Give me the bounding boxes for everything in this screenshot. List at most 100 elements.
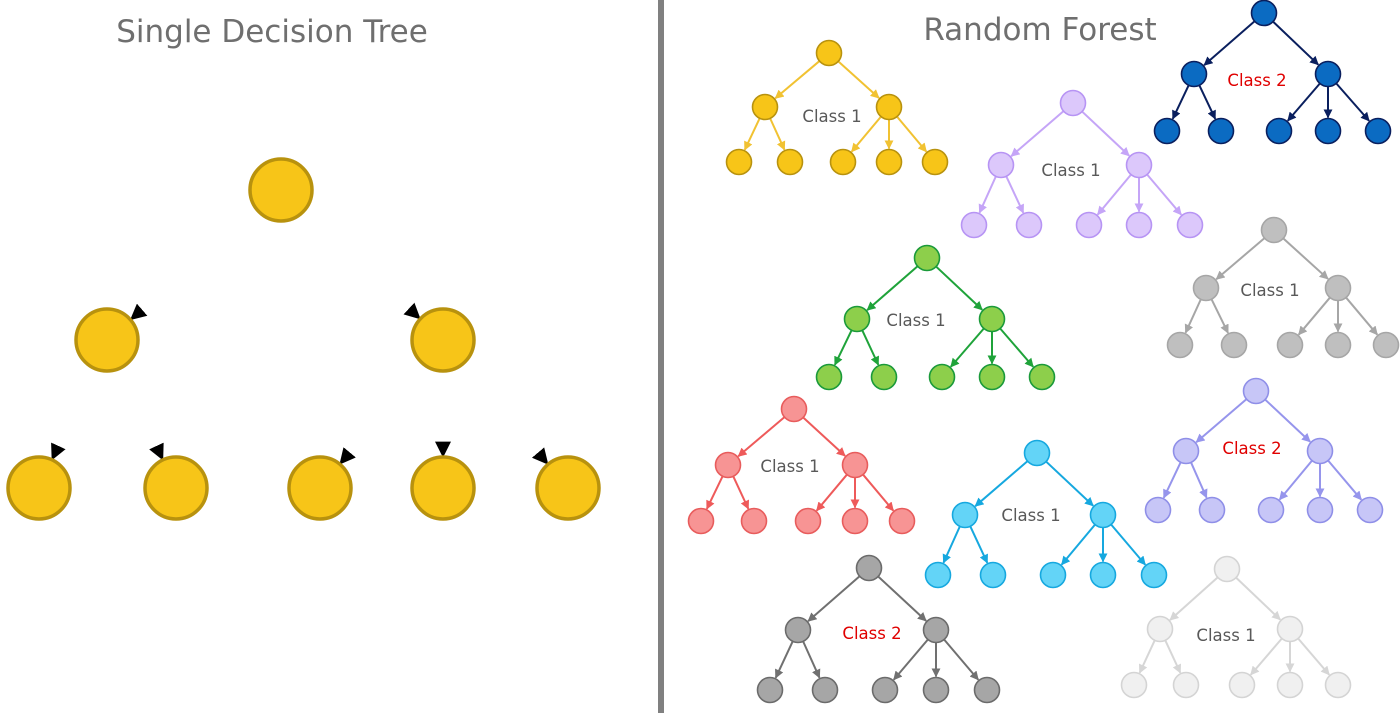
single-decision-tree-title: Single Decision Tree: [116, 14, 428, 50]
leaf-node: [535, 455, 601, 521]
yellow-tree: Class 1: [725, 39, 949, 176]
internal-node: [784, 616, 812, 644]
leaf-node: [815, 363, 843, 391]
leaf-node: [1356, 496, 1384, 524]
leaf-node: [1306, 496, 1334, 524]
leaf-node: [776, 148, 804, 176]
random-forest-trees: Class 1 Class 2 Class 1 Class 1 Class 1 Class…: [687, 0, 1400, 704]
leaf-node: [1220, 331, 1248, 359]
tree-edge: [1184, 298, 1202, 334]
tree-edge: [732, 475, 750, 510]
single-decision-tree: [6, 157, 601, 521]
internal-node: [1276, 615, 1304, 643]
leaf-node: [1015, 211, 1043, 239]
tree-edge: [1005, 175, 1025, 214]
tree-edge: [1138, 639, 1156, 674]
tree-edge: [1327, 459, 1363, 501]
tree-class-label: Class 1: [886, 311, 945, 330]
leaf-node: [1257, 496, 1285, 524]
tree-edge: [802, 640, 821, 679]
leaf-node: [725, 148, 753, 176]
root-node: [1250, 0, 1278, 27]
internal-node: [1089, 501, 1117, 529]
root-node: [1059, 89, 1087, 117]
tree-edge: [705, 475, 724, 510]
tree-edge: [149, 442, 164, 461]
tree-edge: [896, 115, 928, 153]
tree-edge: [1345, 296, 1379, 336]
leaf-node: [1265, 117, 1293, 145]
internal-node: [1180, 60, 1208, 88]
gray-tree: Class 1: [1166, 216, 1400, 359]
leaf-node: [1172, 671, 1200, 699]
tree-class-label: Class 1: [760, 457, 819, 476]
leaf-node: [410, 455, 476, 521]
tree-class-label: Class 1: [1001, 506, 1060, 525]
tree-edge: [943, 638, 980, 681]
tree-edge: [862, 473, 895, 512]
leaf-node: [1120, 671, 1148, 699]
tree-edge: [807, 575, 861, 622]
tree-edge: [51, 442, 66, 461]
tree-edge: [866, 265, 919, 311]
internal-node: [875, 93, 903, 121]
tree-edge: [1287, 82, 1321, 122]
tree-edge: [1297, 296, 1331, 336]
leaf-node: [6, 455, 72, 521]
leaf-node: [1075, 211, 1103, 239]
leaf-node: [1166, 331, 1194, 359]
leaf-node: [756, 676, 784, 704]
leaf-node: [1207, 117, 1235, 145]
tree-edge: [802, 416, 846, 457]
dark-gray-tree: Class 2: [756, 554, 1001, 704]
internal-node: [843, 305, 871, 333]
leaf-node: [1324, 671, 1352, 699]
tree-edge: [1162, 461, 1182, 499]
tree-edge: [1203, 20, 1256, 66]
tree-edge: [1045, 460, 1094, 507]
root-node: [1023, 439, 1051, 467]
internal-node: [922, 616, 950, 644]
tree-edge: [892, 638, 929, 681]
leaf-node: [979, 561, 1007, 589]
leaf-node: [1314, 117, 1342, 145]
leaf-node: [875, 148, 903, 176]
leaf-node: [871, 676, 899, 704]
internal-node: [1146, 615, 1174, 643]
tree-edge: [403, 302, 421, 320]
tree-edge: [1264, 398, 1311, 443]
leaf-node: [1176, 211, 1204, 239]
internal-node: [1192, 274, 1220, 302]
leaf-node: [687, 507, 715, 535]
leaf-node: [978, 363, 1006, 391]
tree-class-label: Class 2: [1227, 71, 1286, 90]
internal-node: [1172, 437, 1200, 465]
tree-edge: [1210, 298, 1229, 334]
internal-node: [951, 501, 979, 529]
navy-tree: Class 2: [1153, 0, 1392, 145]
leaf-node: [740, 507, 768, 535]
root-node: [1242, 377, 1270, 405]
tree-edge: [339, 447, 356, 465]
tree-edge: [1010, 110, 1065, 157]
tree-edge: [1190, 462, 1208, 499]
tree-edge: [861, 329, 880, 366]
tree-edge: [1110, 523, 1147, 566]
tree-edge: [737, 416, 786, 458]
internal-node: [978, 305, 1006, 333]
leaf-node: [888, 507, 916, 535]
tree-edge: [850, 115, 882, 153]
root-node: [913, 244, 941, 272]
tree-edge: [531, 447, 549, 465]
leaf-node: [1039, 561, 1067, 589]
tree-edge: [935, 265, 983, 311]
tree-edge: [130, 303, 148, 321]
tree-edge: [942, 525, 961, 564]
root-node: [1213, 555, 1241, 583]
tree-edge: [1297, 637, 1330, 676]
tree-edge: [1164, 639, 1182, 674]
tree-edge: [837, 60, 880, 99]
tree-edge: [815, 473, 848, 512]
leaf-node: [1125, 211, 1153, 239]
internal-node: [410, 307, 476, 373]
